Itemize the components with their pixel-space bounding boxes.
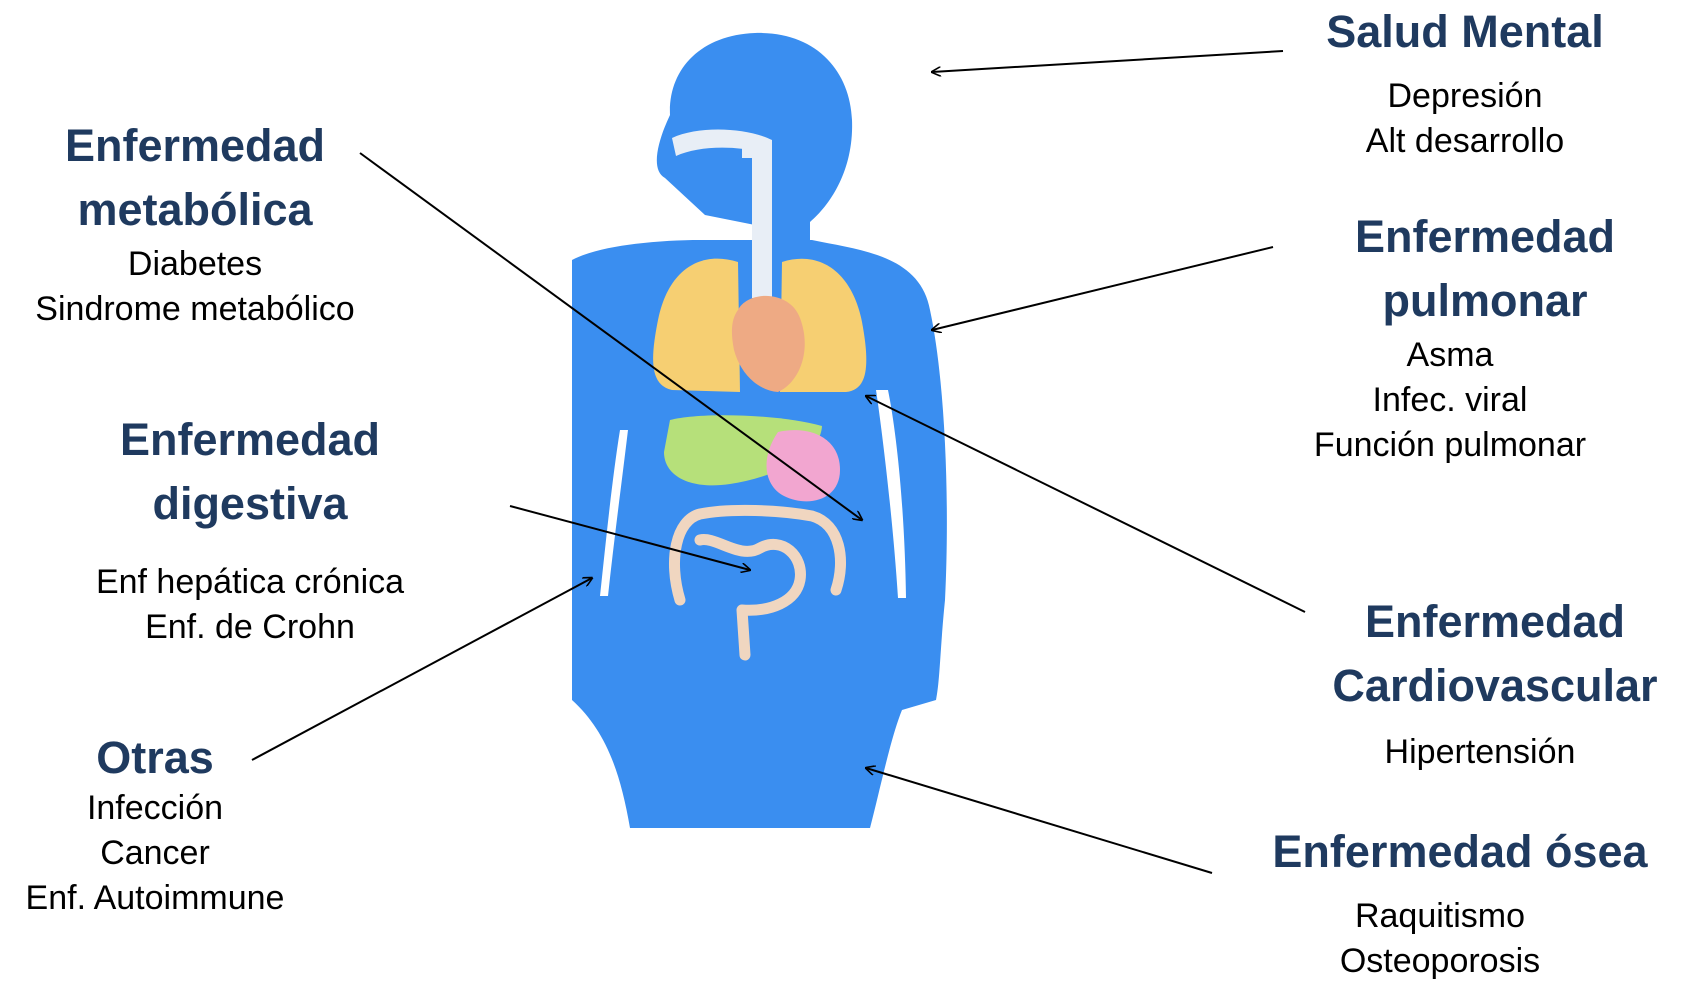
category-item: Enf hepática crónica — [60, 560, 440, 605]
category-item: Diabetes — [0, 242, 390, 287]
category-item: Infección — [0, 786, 310, 831]
category-item: Infec. viral — [1220, 378, 1680, 423]
category-title-line2: Cardiovascular — [1295, 654, 1695, 718]
category-title-line2: metabólica — [0, 178, 390, 242]
category-item: Enf. Autoimmune — [0, 876, 310, 921]
category-title-line2: digestiva — [60, 472, 440, 536]
category-title-line2: pulmonar — [1290, 269, 1680, 333]
category-salud-mental: Salud Mental Depresión Alt desarrollo — [1280, 0, 1650, 164]
category-title: Salud Mental — [1280, 0, 1650, 64]
category-title-line1: Enfermedad — [1290, 205, 1680, 269]
category-item: Función pulmonar — [1220, 423, 1680, 468]
category-item: Enf. de Crohn — [60, 605, 440, 650]
category-title: Otras — [0, 730, 310, 786]
category-title-line1: Enfermedad — [1295, 590, 1695, 654]
category-otras: Otras Infección Cancer Enf. Autoimmune — [0, 730, 310, 921]
category-item: Raquitismo — [1185, 894, 1695, 939]
category-metabolica: Enfermedad metabólica Diabetes Sindrome … — [0, 114, 390, 332]
category-item: Hipertensión — [1265, 730, 1695, 775]
category-item: Osteoporosis — [1185, 939, 1695, 984]
category-title-line1: Enfermedad — [0, 114, 390, 178]
arrow-osea — [866, 768, 1212, 873]
category-title: Enfermedad ósea — [1225, 820, 1695, 884]
category-digestiva: Enfermedad digestiva Enf hepática crónic… — [60, 408, 440, 650]
arrow-pulmonar — [932, 247, 1273, 330]
category-item: Cancer — [0, 831, 310, 876]
category-item: Sindrome metabólico — [0, 287, 390, 332]
category-item: Depresión — [1280, 74, 1650, 119]
category-pulmonar: Enfermedad pulmonar Asma Infec. viral Fu… — [1290, 205, 1680, 468]
category-item: Alt desarrollo — [1280, 119, 1650, 164]
category-osea: Enfermedad ósea Raquitismo Osteoporosis — [1225, 820, 1695, 984]
category-cardiovascular: Enfermedad Cardiovascular Hipertensión — [1295, 590, 1695, 775]
category-title-line1: Enfermedad — [60, 408, 440, 472]
arrow-salud-mental — [932, 51, 1283, 72]
category-item: Asma — [1220, 333, 1680, 378]
